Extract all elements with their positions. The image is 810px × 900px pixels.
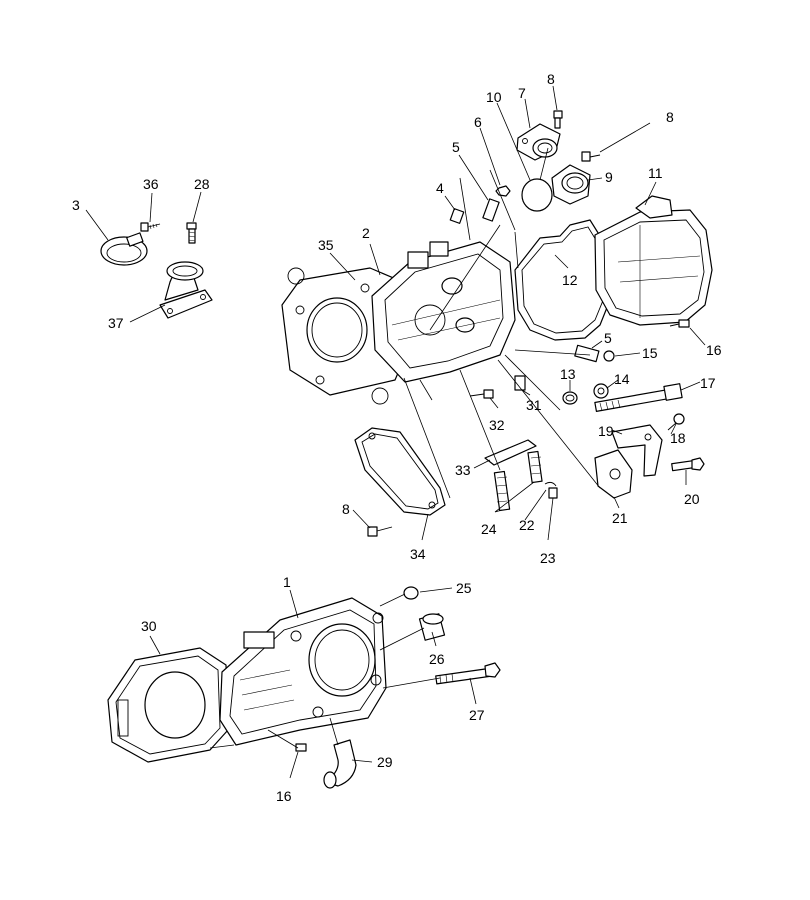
part-25-plug (403, 586, 419, 600)
part-24-springs (493, 450, 543, 512)
callout-18: 18 (670, 430, 686, 446)
part-1-cylinder-block (219, 597, 387, 746)
callout-33: 33 (455, 462, 471, 478)
callout-26: 26 (429, 651, 445, 667)
part-28-boot-screw (186, 222, 197, 244)
part-34-side-cover (354, 427, 446, 516)
callout-31: 31 (526, 397, 542, 413)
part-8-screw-right (581, 151, 601, 162)
callout-37: 37 (108, 315, 124, 331)
part-33-gasket (484, 439, 537, 466)
callout-35: 35 (318, 237, 334, 253)
part-29-elbow-fitting (323, 739, 357, 789)
part-16-screw-bottom (295, 743, 307, 752)
part-8-screw-cover (367, 526, 393, 537)
part-21-tensioner-body (594, 449, 633, 499)
callout-16: 16 (276, 788, 292, 804)
part-37-intake-boot (159, 261, 213, 319)
part-30-base-gasket (107, 647, 229, 763)
callout-30: 30 (141, 618, 157, 634)
callout-29: 29 (377, 754, 393, 770)
part-26-fitting (418, 613, 446, 641)
callout-27: 27 (469, 707, 485, 723)
part-17-tensioner-bolt (594, 383, 683, 412)
callout-32: 32 (489, 417, 505, 433)
part-31-dowel (514, 375, 526, 391)
callout-1: 1 (283, 574, 291, 590)
callout-14: 14 (614, 371, 630, 387)
callout-16: 16 (706, 342, 722, 358)
callout-10: 10 (486, 89, 502, 105)
callout-12: 12 (562, 272, 578, 288)
part-7-thermostat-cover (516, 123, 561, 161)
part-6-nut (495, 185, 511, 197)
part-27-stud-bolt (435, 662, 501, 685)
part-20-bolt (671, 457, 705, 472)
part-11-valve-cover (594, 195, 713, 326)
part-8-screw-top (553, 110, 563, 129)
part-10-gasket (521, 178, 553, 212)
callout-8: 8 (342, 501, 350, 517)
callout-19: 19 (598, 423, 614, 439)
callout-22: 22 (519, 517, 535, 533)
part-3-hose-clamp (100, 232, 148, 266)
callout-28: 28 (194, 176, 210, 192)
part-5-dowel-top (482, 198, 500, 222)
part-36-clamp-screw (140, 222, 161, 232)
part-18-screw (667, 413, 685, 431)
part-15-nut (603, 350, 615, 362)
part-14-washer (593, 383, 609, 399)
callout-2: 2 (362, 225, 370, 241)
callout-21: 21 (612, 510, 628, 526)
part-32-screw (469, 389, 494, 399)
part-23-tappet (548, 487, 558, 499)
callout-36: 36 (143, 176, 159, 192)
callout-labels: 8 7 10 6 5 8 9 11 36 28 3 4 35 2 12 37 5… (72, 71, 722, 804)
callout-34: 34 (410, 546, 426, 562)
part-16-screw-cover (669, 319, 690, 328)
callout-20: 20 (684, 491, 700, 507)
part-5-dowel-right (574, 344, 600, 363)
callout-17: 17 (700, 375, 716, 391)
part-19-bracket (611, 424, 663, 477)
callout-5: 5 (452, 139, 460, 155)
callout-8: 8 (666, 109, 674, 125)
callout-23: 23 (540, 550, 556, 566)
leader-lines (85, 85, 706, 779)
callout-8: 8 (547, 71, 555, 87)
part-9-thermostat-housing (551, 164, 591, 205)
callout-7: 7 (518, 85, 526, 101)
callout-3: 3 (72, 197, 80, 213)
part-2-cylinder-head (371, 241, 516, 383)
callout-11: 11 (648, 165, 663, 181)
callout-5: 5 (604, 330, 612, 346)
callout-25: 25 (456, 580, 472, 596)
part-13-o-ring (562, 391, 578, 405)
callout-9: 9 (605, 169, 613, 185)
part-22-clip (544, 481, 557, 487)
callout-15: 15 (642, 345, 658, 361)
callout-13: 13 (560, 366, 576, 382)
callout-4: 4 (436, 180, 444, 196)
part-4-dowel-small (449, 208, 465, 224)
callout-24: 24 (481, 521, 497, 537)
callout-6: 6 (474, 114, 482, 130)
